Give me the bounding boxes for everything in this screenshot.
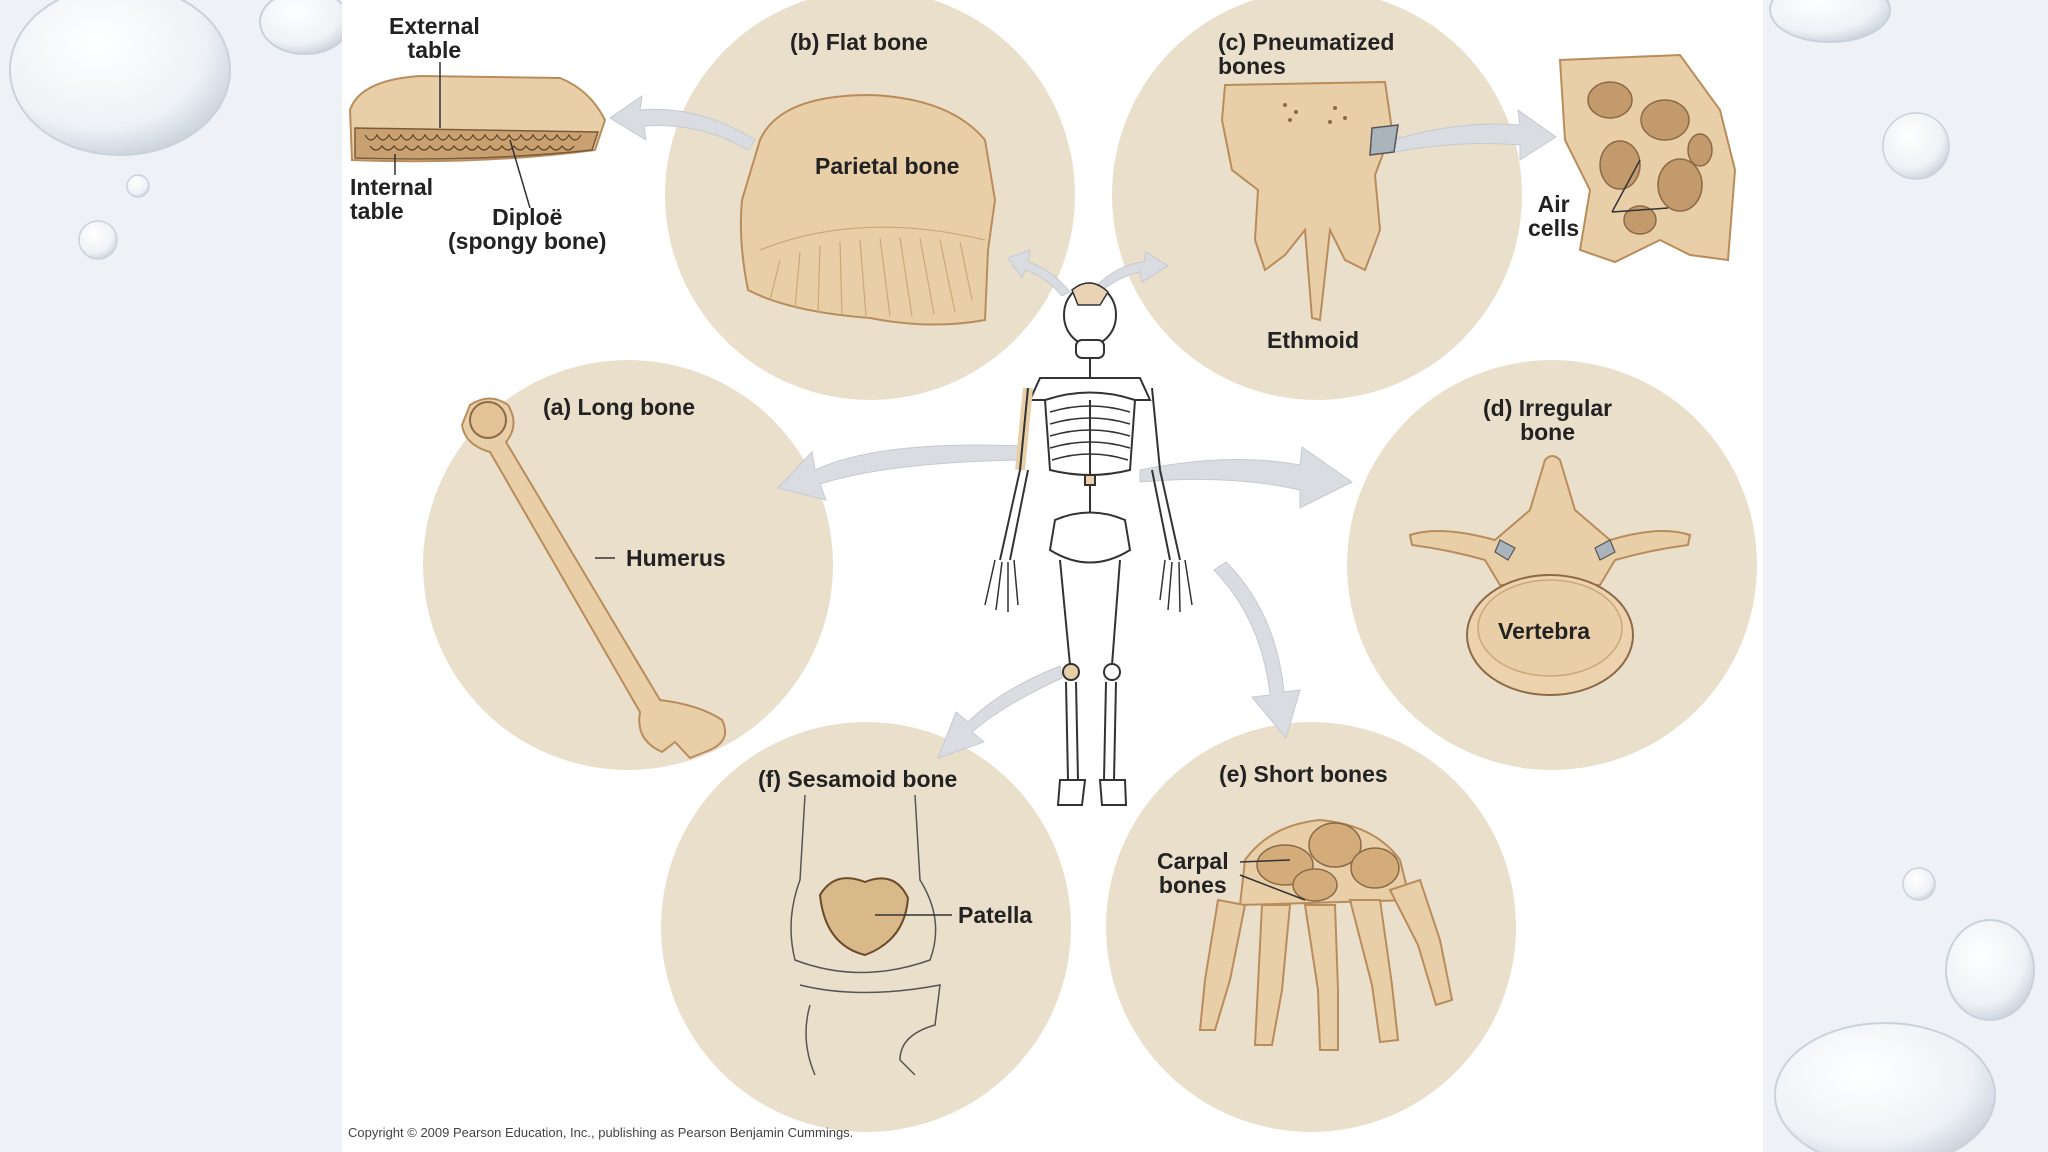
air-cells-label: Air cells: [1528, 191, 1580, 241]
water-drop: [9, 0, 2035, 1152]
ethmoid-label: Ethmoid: [1267, 327, 1359, 353]
short-bones-title: (e) Short bones: [1219, 761, 1388, 787]
vertebra-drawing: [1408, 455, 1692, 696]
parietal-bone-label: Parietal bone: [815, 153, 960, 179]
knee-patella-drawing: [790, 794, 952, 1076]
internal-table-label: Internal table: [350, 174, 434, 224]
humerus-drawing: [460, 397, 726, 760]
long-bone-title: (a) Long bone: [543, 394, 696, 420]
arrow-to-sesamoid: [937, 665, 1063, 759]
irregular-bone-title: (d) Irregular bone: [1483, 395, 1613, 445]
vertebra-label: Vertebra: [1498, 618, 1591, 644]
humerus-label: Humerus: [626, 545, 726, 571]
arrow-to-air-cells: [1391, 108, 1557, 161]
carpal-bones-label: Carpal bones: [1157, 848, 1229, 898]
hand-carpals-drawing: [1198, 818, 1454, 1051]
patella-label: Patella: [958, 902, 1033, 928]
external-table-label: External table: [389, 13, 480, 63]
diploe-label: Diploë (spongy bone): [448, 204, 607, 254]
arrow-to-flat-bone: [1007, 249, 1071, 297]
ethmoid-drawing: [1220, 80, 1399, 322]
flat-bone-title: (b) Flat bone: [790, 29, 928, 55]
flat-bone-section-drawing: [348, 62, 607, 209]
arrow-to-irregular-bone: [1139, 446, 1353, 509]
arrow-to-pneumatized: [1093, 251, 1169, 293]
parietal-bone-drawing: [739, 93, 997, 326]
long-bone-circle: [423, 360, 833, 770]
arrow-to-short-bones: [1213, 561, 1301, 740]
pneumatized-bones-title: (c) Pneumatized bones: [1218, 29, 1395, 79]
copyright-text: Copyright © 2009 Pearson Education, Inc.…: [348, 1125, 854, 1140]
arrow-to-long-bone: [777, 444, 1023, 501]
arrows: [609, 94, 1557, 759]
skeleton-drawing: [984, 282, 1193, 806]
air-cells-drawing: [1558, 53, 1737, 264]
arrow-to-flat-detail: [609, 94, 756, 151]
sesamoid-bone-title: (f) Sesamoid bone: [758, 766, 958, 792]
